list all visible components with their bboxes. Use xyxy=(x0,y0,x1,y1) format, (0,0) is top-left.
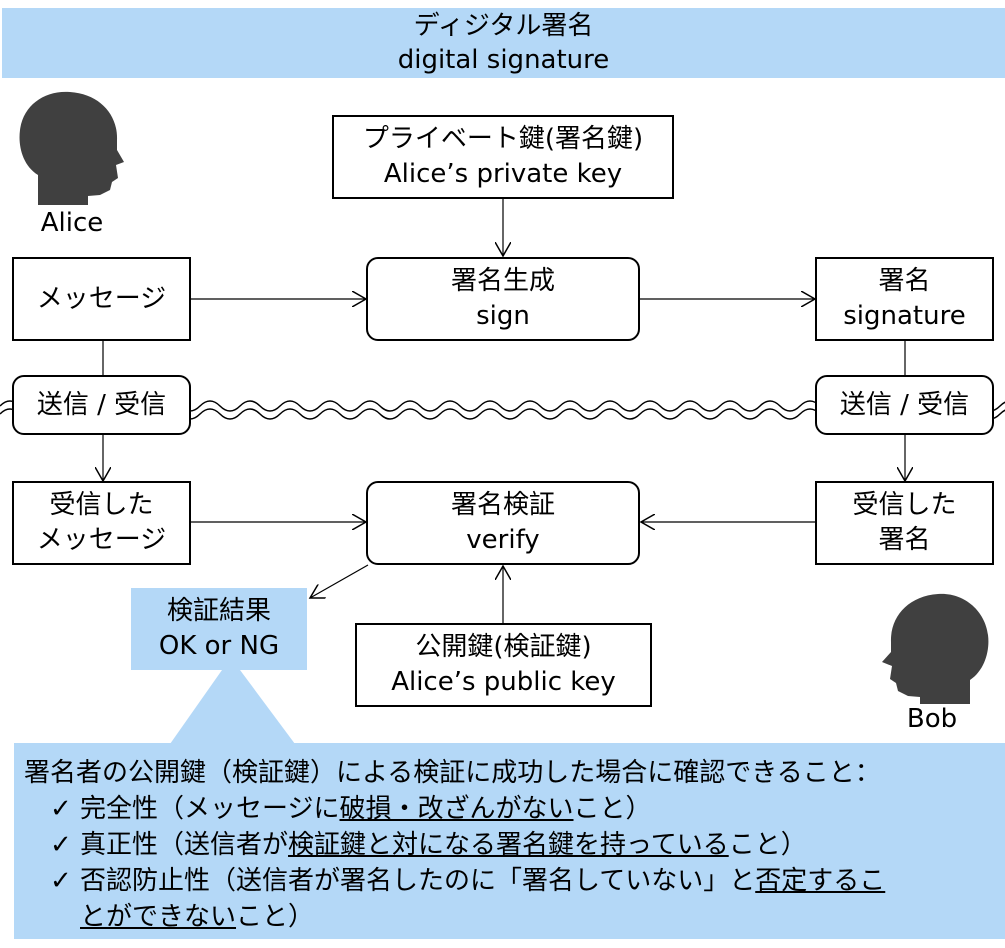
title-japanese: ディジタル署名 xyxy=(413,11,594,41)
verification-result-label: 検証結果 xyxy=(166,596,271,626)
note-item-non-repudiation-suffix: こと） xyxy=(236,902,315,932)
note-item-authenticity-emphasis: 検証鍵と対になる署名鍵を持っている xyxy=(288,830,729,860)
check-icon: ✓ xyxy=(50,866,72,896)
private-key-label-en: Alice’s private key xyxy=(383,159,623,189)
message-label: メッセージ xyxy=(36,283,167,314)
note-item-authenticity-prefix: 真正性（送信者が xyxy=(80,830,289,860)
verification-result-value: OK or NG xyxy=(158,631,280,661)
note-item-non-repudiation-continued: とができないこと） xyxy=(24,899,1005,935)
check-icon: ✓ xyxy=(50,830,72,860)
alice-label: Alice xyxy=(40,208,104,238)
send-receive-right-box: 送信 / 受信 xyxy=(815,375,994,435)
signature-label-en: signature xyxy=(843,301,966,331)
note-item-integrity-suffix: こと） xyxy=(573,794,652,824)
note-item-authenticity: ✓ 真正性（送信者が検証鍵と対になる署名鍵を持っていること） xyxy=(24,827,1005,863)
public-key-label-en: Alice’s public key xyxy=(391,667,616,697)
note-item-non-repudiation-emphasis-2: とができない xyxy=(80,902,237,932)
note-item-integrity-emphasis: 破損・改ざんがない xyxy=(339,794,574,824)
note-item-integrity-prefix: 完全性（メッセージに xyxy=(80,794,340,824)
private-key-label-ja: プライベート鍵(署名鍵) xyxy=(362,124,644,154)
verification-note-box: 署名者の公開鍵（検証鍵）による検証に成功した場合に確認できること： ✓ 完全性（メ… xyxy=(14,743,1005,939)
message-box: メッセージ xyxy=(12,257,191,341)
signature-label-ja: 署名 xyxy=(878,266,931,296)
verify-label-en: verify xyxy=(466,525,540,555)
private-key-box: プライベート鍵(署名鍵) Alice’s private key xyxy=(332,115,674,199)
received-message-label-1: 受信した xyxy=(49,490,154,520)
bob-head-icon xyxy=(882,593,989,704)
received-signature-label-2: 署名 xyxy=(878,525,931,555)
title-english: digital signature xyxy=(397,45,610,75)
note-item-authenticity-suffix: こと） xyxy=(728,830,807,860)
verification-result-box: 検証結果 OK or NG xyxy=(131,588,307,670)
note-item-non-repudiation-prefix: 否認防止性（送信者が署名したのに「署名していない」と xyxy=(80,866,756,896)
callout-pointer xyxy=(170,670,295,744)
note-heading: 署名者の公開鍵（検証鍵）による検証に成功した場合に確認できること： xyxy=(24,758,881,788)
send-receive-left-box: 送信 / 受信 xyxy=(12,375,191,435)
sign-label-ja: 署名生成 xyxy=(450,266,555,296)
received-message-label-2: メッセージ xyxy=(36,525,167,555)
send-receive-right-label: 送信 / 受信 xyxy=(839,389,970,420)
title-banner: ディジタル署名 digital signature xyxy=(2,8,1005,78)
verify-box: 署名検証 verify xyxy=(366,481,640,565)
signature-box: 署名 signature xyxy=(815,257,994,341)
note-item-non-repudiation: ✓ 否認防止性（送信者が署名したのに「署名していない」と否定するこ xyxy=(24,863,1005,899)
public-key-box: 公開鍵(検証鍵) Alice’s public key xyxy=(355,623,652,707)
note-item-non-repudiation-emphasis-1: 否定するこ xyxy=(755,866,886,896)
note-item-integrity: ✓ 完全性（メッセージに破損・改ざんがないこと） xyxy=(24,791,1005,827)
sign-box: 署名生成 sign xyxy=(366,257,640,341)
received-signature-box: 受信した 署名 xyxy=(815,481,994,565)
sign-label-en: sign xyxy=(476,301,530,331)
received-signature-label-1: 受信した xyxy=(852,490,957,520)
verify-label-ja: 署名検証 xyxy=(450,490,555,520)
alice-head-icon xyxy=(19,91,124,205)
received-message-box: 受信した メッセージ xyxy=(12,481,191,565)
check-icon: ✓ xyxy=(50,794,72,824)
bob-label: Bob xyxy=(906,704,958,734)
public-key-label-ja: 公開鍵(検証鍵) xyxy=(415,632,592,662)
send-receive-left-label: 送信 / 受信 xyxy=(36,389,167,420)
